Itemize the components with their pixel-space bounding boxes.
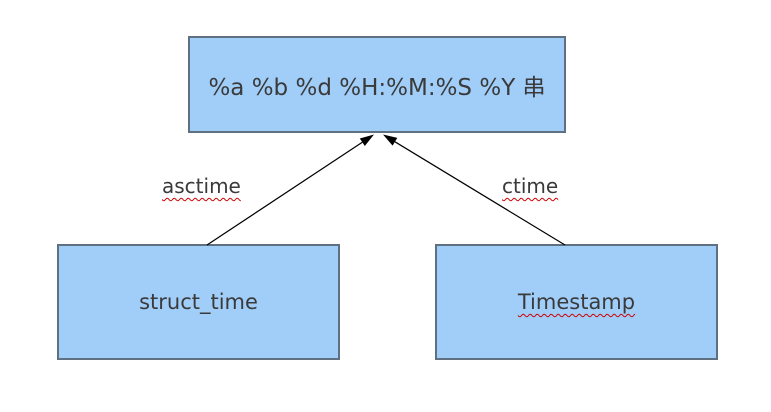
node-format-string: %a %b %d %H:%M:%S %Y 串 (188, 36, 566, 133)
node-struct-time: struct_time (57, 244, 340, 360)
ctime-arrowhead-icon (383, 134, 398, 146)
edge-label-ctime: ctime (502, 174, 559, 198)
node-timestamp-label: Timestamp (517, 290, 636, 314)
node-timestamp: Timestamp (435, 244, 718, 360)
node-format-string-label: %a %b %d %H:%M:%S %Y 串 (208, 74, 546, 101)
edge-label-asctime: asctime (162, 174, 241, 198)
node-struct-time-label: struct_time (139, 290, 258, 314)
asctime-arrowhead-icon (359, 134, 374, 146)
